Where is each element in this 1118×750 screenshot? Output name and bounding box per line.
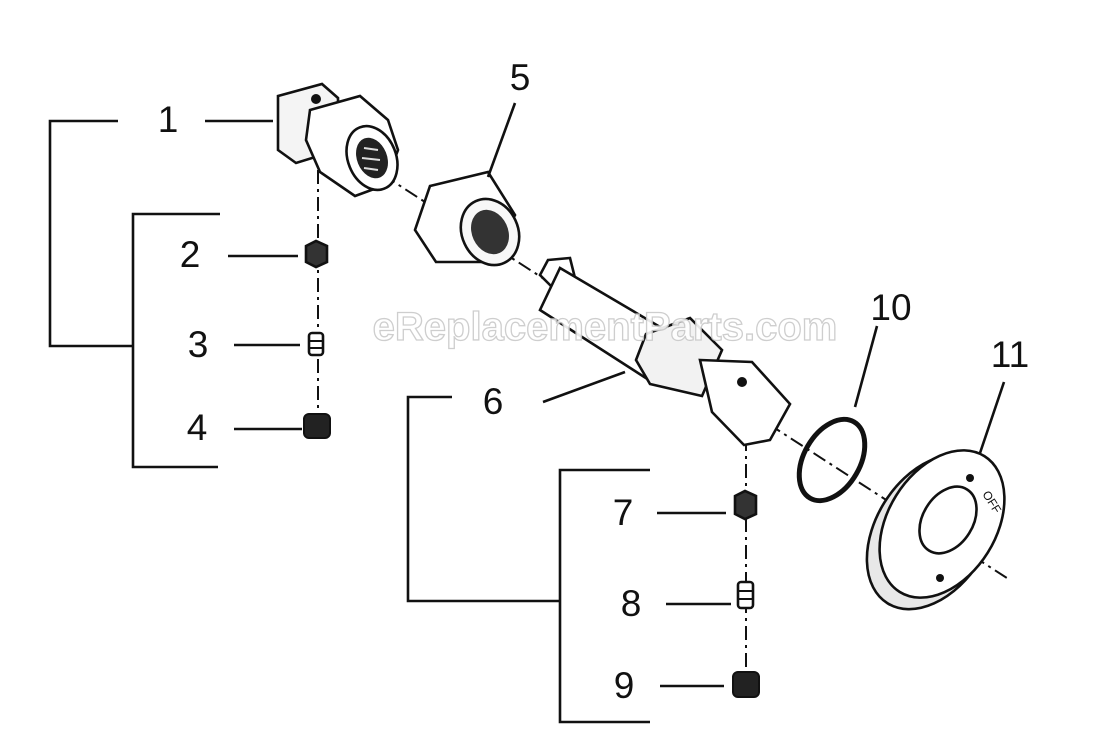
part-4-cap — [303, 413, 331, 439]
watermark: eReplacementParts.com — [373, 305, 838, 349]
part-9-cap — [732, 671, 760, 698]
callout-7: 7 — [613, 492, 634, 533]
leader-lines — [205, 102, 1006, 688]
part-10-o-ring — [796, 416, 868, 504]
part-5-bushing — [413, 170, 521, 267]
callout-4: 4 — [187, 407, 208, 448]
callout-9: 9 — [614, 665, 635, 706]
part-7-nut — [733, 489, 758, 521]
callout-6: 6 — [483, 381, 504, 422]
group-brackets — [48, 119, 650, 724]
callout-1: 1 — [158, 99, 179, 140]
callout-3: 3 — [188, 324, 209, 365]
part-6-extension-shaft — [538, 256, 792, 447]
callout-8: 8 — [621, 583, 642, 624]
callout-2: 2 — [180, 234, 201, 275]
callout-5: 5 — [510, 57, 531, 98]
part-2-nut — [304, 239, 329, 269]
callout-10: 10 — [870, 287, 911, 328]
part-11-ring-collar: OFF — [865, 449, 1006, 611]
part-3-screw — [307, 331, 325, 357]
part-1-adapter-head — [276, 82, 400, 198]
callout-11: 11 — [991, 334, 1029, 375]
part-8-screw — [736, 580, 755, 610]
